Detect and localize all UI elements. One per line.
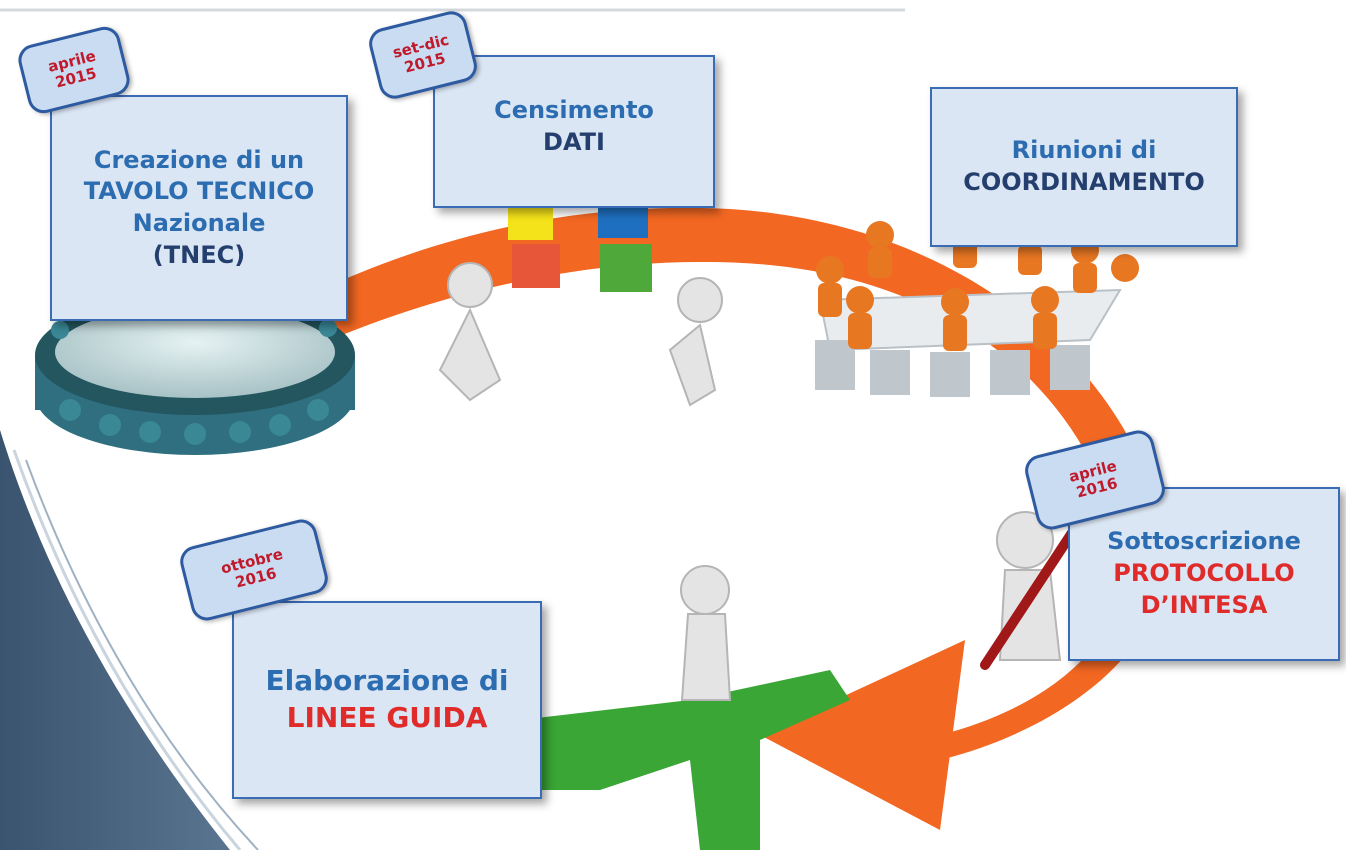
step-text: D’INTESA	[1140, 590, 1268, 619]
step-text: Elaborazione di	[265, 664, 509, 698]
step-text: Riunioni di	[1011, 136, 1157, 165]
step-box-linee-guida: Elaborazione di LINEE GUIDA	[232, 601, 542, 799]
step-text: DATI	[543, 127, 605, 156]
step-box-protocollo: Sottoscrizione PROTOCOLLO D’INTESA	[1068, 487, 1340, 661]
arrow-head	[760, 640, 965, 830]
step-text: Sottoscrizione	[1107, 527, 1301, 556]
step-box-riunioni: Riunioni di COORDINAMENTO	[930, 87, 1238, 247]
step-text: Censimento	[494, 96, 654, 124]
step-box-tnec: Creazione di un TAVOLO TECNICO Nazionale…	[50, 95, 348, 321]
background-stripe	[25, 459, 259, 850]
orange-arc	[300, 207, 1160, 761]
step-box-censimento: Censimento DATI	[433, 55, 715, 208]
background-band	[0, 430, 230, 850]
step-text: Creazione di un	[93, 145, 305, 174]
step-text: (TNEC)	[152, 240, 246, 269]
step-text: TAVOLO TECNICO	[83, 177, 315, 206]
meeting-table-icon	[815, 211, 1139, 397]
step-text: COORDINAMENTO	[963, 168, 1205, 196]
step-text: LINEE GUIDA	[286, 701, 488, 734]
step-text: Nazionale	[132, 209, 266, 237]
background-stripe	[12, 449, 242, 850]
puzzle-team-icon	[438, 141, 723, 407]
step-text: PROTOCOLLO	[1113, 559, 1295, 588]
